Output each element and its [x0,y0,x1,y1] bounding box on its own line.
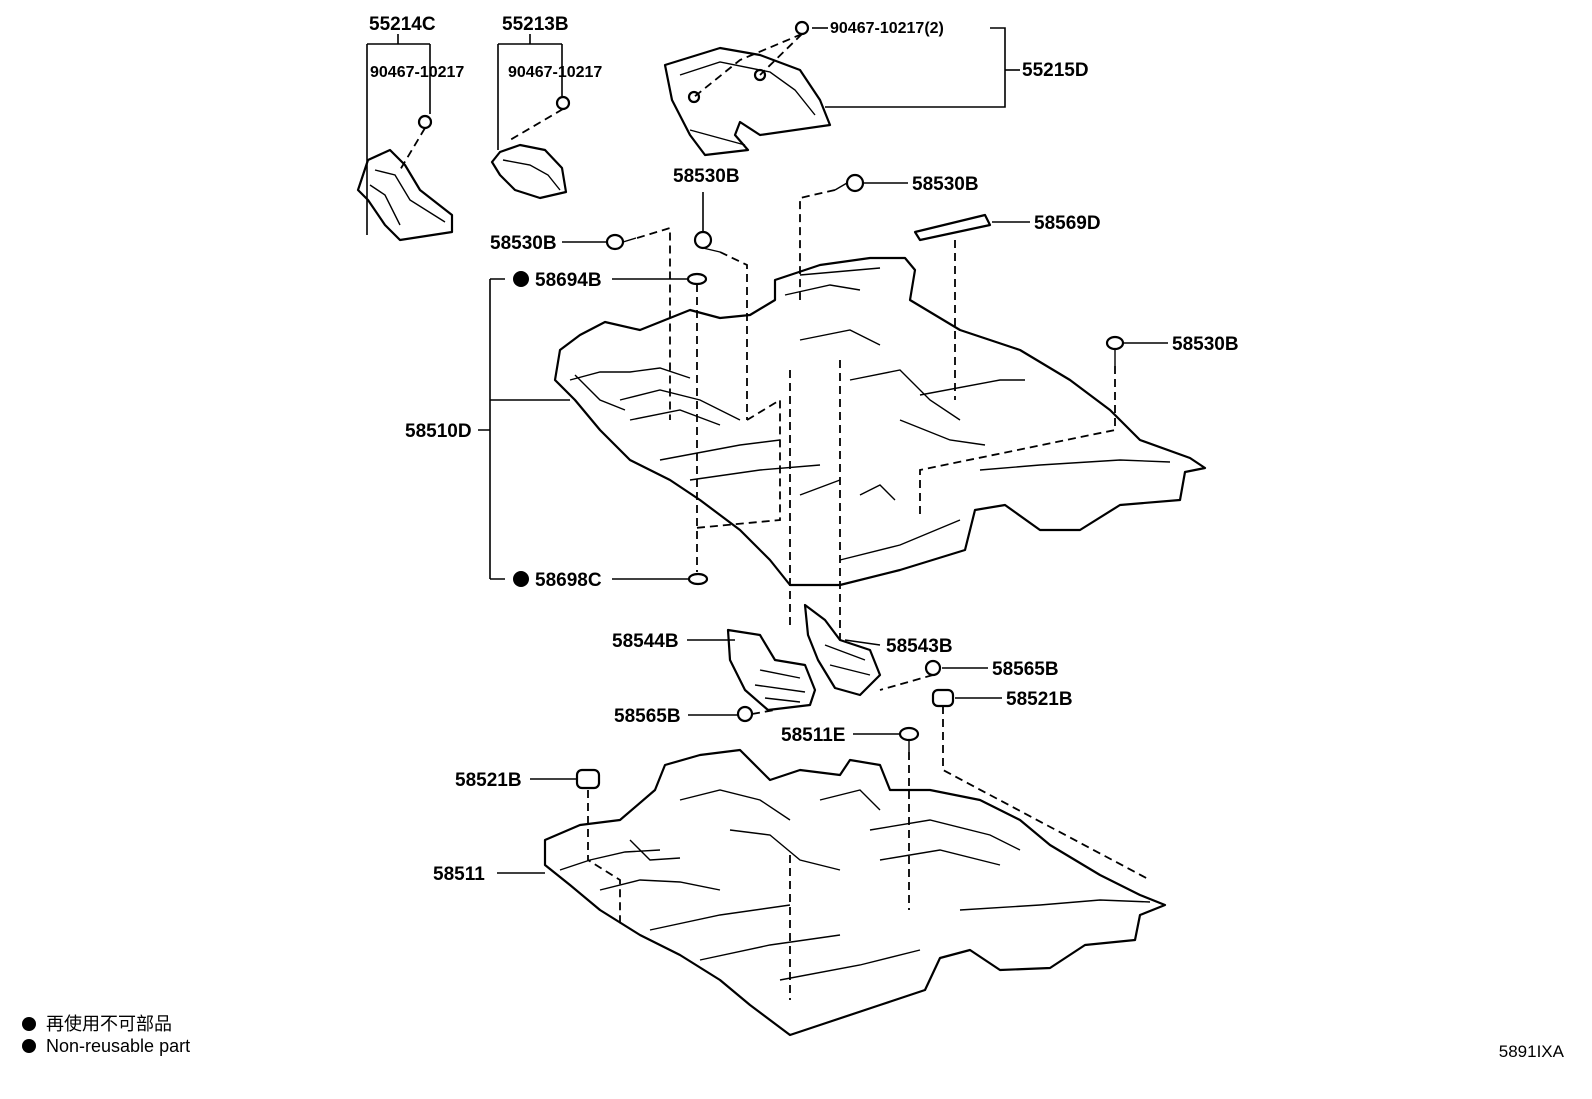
part-55214C-cover [356,148,454,242]
bullet-icon [22,1017,36,1031]
label-58565B-right: 58565B [992,659,1059,680]
clip-55213B [555,95,571,111]
label-58530B-right-top: 58530B [912,174,979,195]
part-58511-floor-carpet [543,748,1167,1037]
fastener-58694B [686,272,708,286]
label-58530B-right: 58530B [1172,334,1239,355]
part-58544B-pad [726,628,817,712]
fastener-58511E [898,726,920,752]
part-58543B-pad [803,603,882,697]
fastener-58530B-right-top [834,173,865,193]
label-58521B-right: 58521B [1006,689,1073,710]
label-58530B-top: 58530B [673,166,740,187]
leader-lines [366,27,1168,874]
label-90467-10217-a: 90467-10217 [370,64,464,81]
legend-japanese-text: 再使用不可部品 [46,1014,172,1034]
label-58698C: 58698C [535,570,602,591]
label-58530B-left: 58530B [490,233,557,254]
fastener-58565B-left [736,705,754,723]
label-58521B-left: 58521B [455,770,522,791]
label-55213B: 55213B [502,14,569,35]
part-55215D-cover [663,46,832,157]
clip-55214C [417,114,433,130]
label-58510D: 58510D [405,421,472,442]
non-reusable-marker-58698C [513,571,529,587]
label-58511: 58511 [433,864,485,885]
legend-japanese: 再使用不可部品 [22,1010,172,1036]
label-58694B: 58694B [535,270,602,291]
fastener-58530B-top [693,230,721,253]
part-58510D-floor-carpet [553,256,1207,587]
part-58569D-strip [913,213,992,242]
legend-english-text: Non-reusable part [46,1036,191,1056]
fastener-58698C [687,572,709,586]
clip-55215D-top [794,20,810,36]
label-90467-10217-b: 90467-10217 [508,64,602,81]
fastener-58521B-left [575,768,601,790]
bullet-icon [22,1039,36,1053]
assembly-dashed-lines [399,33,1151,1000]
fastener-58530B-left [605,233,637,251]
label-90467-10217-2: 90467-10217(2) [830,20,944,37]
fastener-58530B-right [1105,335,1125,366]
fastener-58521B-right [931,688,955,708]
label-58511E: 58511E [781,725,845,746]
legend-english: Non-reusable part [22,1036,190,1057]
non-reusable-marker-58694B [513,271,529,287]
label-58544B: 58544B [612,631,679,652]
label-58569D: 58569D [1034,213,1101,234]
reference-code: 5891IXA [1498,1042,1564,1061]
part-55213B-cover [490,143,568,200]
label-55215D: 55215D [1022,60,1089,81]
fastener-58565B-right [924,659,942,677]
label-55214C: 55214C [369,14,436,35]
label-58565B-left: 58565B [614,706,681,727]
label-58543B: 58543B [886,636,953,657]
